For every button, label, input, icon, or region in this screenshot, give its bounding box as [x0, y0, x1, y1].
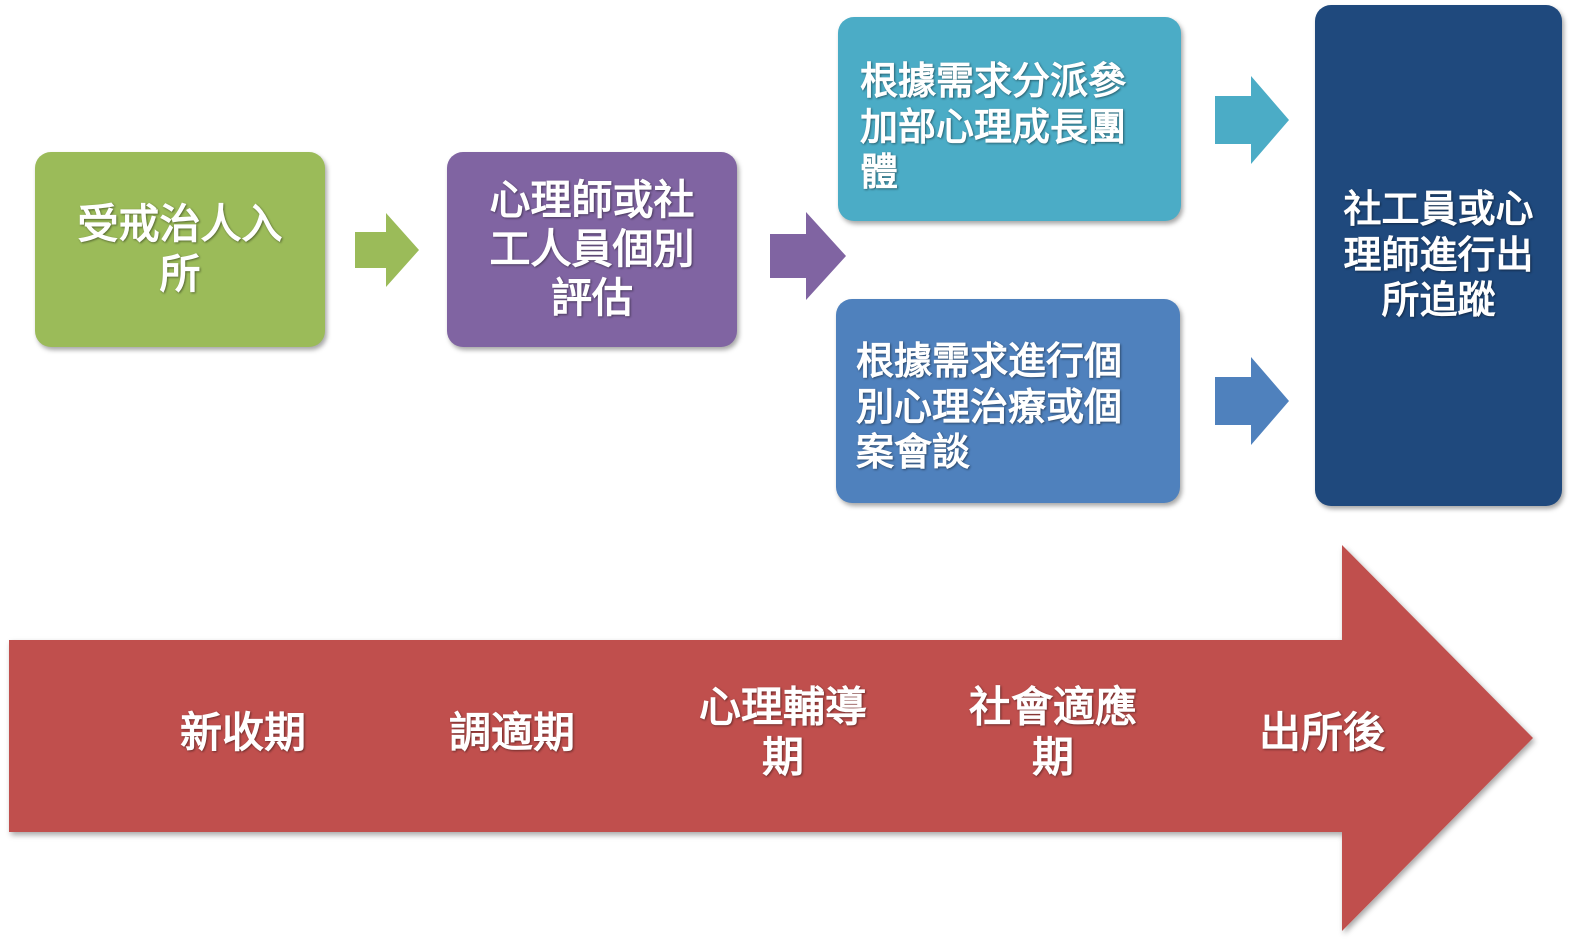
followup-text-line: 社工員或心 — [1343, 187, 1534, 232]
timeline-arrow-shape — [9, 545, 1533, 931]
individual-text-line: 根據需求進行個 — [856, 339, 1123, 383]
phase-text-line: 社會適應 — [968, 682, 1138, 732]
assessment-text-line: 心理師或社 — [489, 175, 695, 224]
phase-text-line: 期 — [761, 733, 805, 782]
assessment-box: 心理師或社 工人員個別 評估 — [447, 152, 737, 347]
group-text-line: 根據需求分派參 — [860, 59, 1127, 103]
phase-label-counseling: 心理輔導 期 — [699, 683, 867, 784]
arrow-assessment-to-therapy — [770, 212, 846, 300]
assessment-text-line: 工人員個別 — [489, 224, 695, 273]
arrow-group-to-followup — [1215, 76, 1289, 164]
individual-therapy-box: 根據需求進行個 別心理治療或個 案會談 — [836, 299, 1180, 503]
arrow-individual-to-followup — [1215, 357, 1289, 445]
phase-label-adjustment: 調適期 — [449, 708, 575, 758]
phase-label-intake: 新收期 — [180, 708, 306, 758]
followup-text-line: 理師進行出 — [1343, 232, 1534, 277]
individual-text-line: 別心理治療或個 — [856, 384, 1123, 429]
intake-text-line: 受戒治人入 — [77, 200, 283, 249]
arrow-intake-to-assessment — [355, 213, 419, 287]
phase-text-line: 心理輔導 — [698, 682, 868, 732]
group-therapy-box: 根據需求分派參 加部心理成長團 體 — [838, 17, 1181, 221]
assessment-text-line: 評估 — [551, 274, 633, 323]
phase-text-line: 調適期 — [448, 707, 576, 757]
intake-box: 受戒治人入 所 — [35, 152, 325, 347]
phase-text-line: 期 — [1031, 733, 1075, 782]
phase-text-line: 新收期 — [179, 707, 307, 757]
group-text-line: 體 — [860, 150, 899, 195]
intake-text-line: 所 — [159, 249, 201, 298]
individual-text-line: 案會談 — [856, 430, 971, 475]
phase-label-social-adaptation: 社會適應 期 — [969, 683, 1137, 784]
followup-text-line: 所追蹤 — [1381, 278, 1496, 323]
group-text-line: 加部心理成長團 — [860, 104, 1127, 149]
followup-box: 社工員或心 理師進行出 所追蹤 — [1315, 5, 1562, 506]
phase-text-line: 出所後 — [1258, 707, 1386, 757]
phase-label-after-release: 出所後 — [1259, 708, 1385, 758]
